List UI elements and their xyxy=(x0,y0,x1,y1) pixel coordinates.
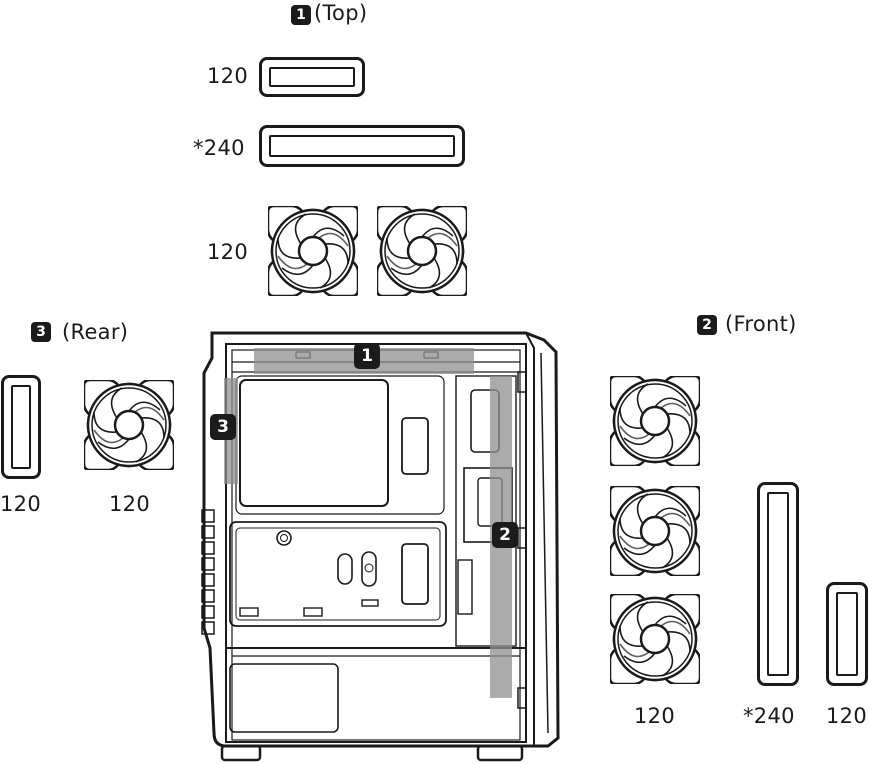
front-radiator-120-label: 120 xyxy=(826,704,867,728)
rear-radiator-120 xyxy=(1,375,41,479)
rear-title: (Rear) xyxy=(62,320,129,344)
top-radiator-240-label: *240 xyxy=(193,136,245,160)
top-fan-label: 120 xyxy=(207,240,248,264)
front-fan-2-icon xyxy=(610,486,700,576)
top-fan-2-icon xyxy=(377,206,467,296)
front-radiator-240-label: *240 xyxy=(743,704,795,728)
top-badge: 1 xyxy=(291,5,311,25)
rear-badge: 3 xyxy=(31,322,51,342)
top-radiator-120 xyxy=(259,57,365,97)
case-front-zone-badge: 2 xyxy=(492,522,518,548)
top-title: (Top) xyxy=(314,1,368,25)
front-fan-3-icon xyxy=(610,594,700,684)
top-fan-1-icon xyxy=(268,206,358,296)
front-radiator-240 xyxy=(757,482,799,686)
top-radiator-120-label: 120 xyxy=(207,64,248,88)
front-badge: 2 xyxy=(697,315,717,335)
front-fan-label: 120 xyxy=(634,704,675,728)
rear-fan-icon xyxy=(84,380,174,470)
rear-fan-label: 120 xyxy=(109,492,150,516)
front-radiator-120 xyxy=(826,582,868,686)
case-top-zone-badge: 1 xyxy=(354,343,380,369)
case-rear-zone-badge: 3 xyxy=(210,414,236,440)
front-fan-1-icon xyxy=(610,376,700,466)
front-title: (Front) xyxy=(725,312,797,336)
rear-radiator-label: 120 xyxy=(0,492,41,516)
top-radiator-240 xyxy=(259,125,465,167)
